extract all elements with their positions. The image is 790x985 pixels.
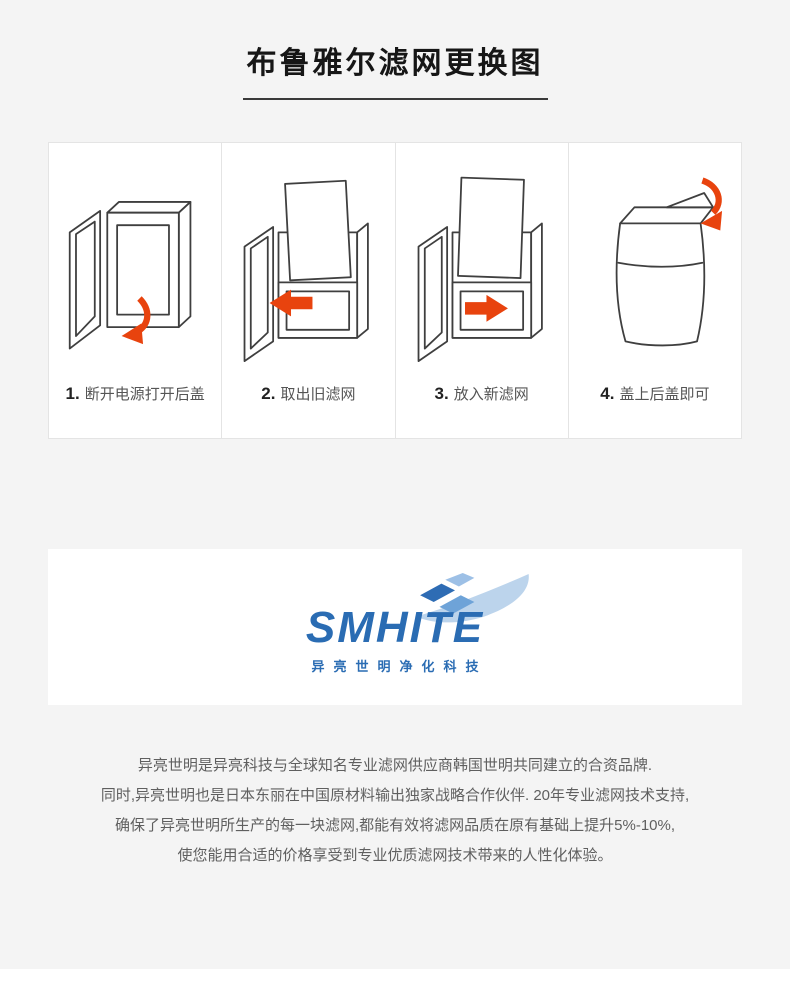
step3-number: 3. bbox=[434, 384, 449, 403]
step-panel-2: 2.取出旧滤网 bbox=[222, 143, 396, 438]
description-line: 异亮世明是异亮科技与全球知名专业滤网供应商韩国世明共同建立的合资品牌. bbox=[137, 757, 653, 774]
title-section: 布鲁雅尔滤网更换图 bbox=[0, 0, 790, 100]
step4-illustration bbox=[579, 163, 731, 375]
step1-text: 断开电源打开后盖 bbox=[84, 386, 205, 403]
page-title: 布鲁雅尔滤网更换图 bbox=[242, 38, 548, 100]
step2-illustration bbox=[232, 163, 384, 375]
purifier-open-door-drawing bbox=[68, 201, 192, 350]
step4-text: 盖上后盖即可 bbox=[619, 386, 710, 403]
brand-logo-mark-icon bbox=[415, 572, 529, 622]
description-line: 使您能用合适的价格享受到专业优质滤网技术带来的人性化体验。 bbox=[177, 847, 613, 864]
brand-logo: SMHITE 异亮世明净化科技 bbox=[302, 572, 529, 675]
description-line: 确保了异亮世明所生产的每一块滤网,都能有效将滤网品质在原有基础上提升5%-10%… bbox=[114, 817, 676, 834]
step-panel-4: 4.盖上后盖即可 bbox=[569, 143, 741, 438]
steps-diagram: 1.断开电源打开后盖 2.取出旧滤网 bbox=[48, 142, 742, 439]
curved-arrow-icon bbox=[700, 177, 722, 231]
step4-label: 4.盖上后盖即可 bbox=[600, 383, 709, 404]
brand-section: SMHITE 异亮世明净化科技 bbox=[48, 549, 742, 705]
step2-label: 2.取出旧滤网 bbox=[261, 383, 355, 404]
brand-description: 异亮世明是异亮科技与全球知名专业滤网供应商韩国世明共同建立的合资品牌. 同时,异… bbox=[0, 751, 790, 871]
step-panel-3: 3.放入新滤网 bbox=[396, 143, 569, 438]
step3-label: 3.放入新滤网 bbox=[435, 383, 529, 404]
step2-number: 2. bbox=[261, 384, 276, 403]
step-panel-1: 1.断开电源打开后盖 bbox=[49, 143, 223, 438]
curved-arrow-icon bbox=[121, 296, 151, 345]
step3-text: 放入新滤网 bbox=[453, 386, 529, 403]
brand-logo-text: SMHITE bbox=[305, 602, 485, 652]
footer-strip bbox=[0, 969, 790, 985]
description-line: 同时,异亮世明也是日本东丽在中国原材料输出独家战略合作伙伴. 20年专业滤网技术… bbox=[100, 787, 690, 804]
brand-logo-subtext: 异亮世明净化科技 bbox=[311, 658, 488, 674]
step1-number: 1. bbox=[65, 384, 80, 403]
step4-number: 4. bbox=[600, 384, 615, 403]
filter-removal-drawing bbox=[243, 179, 370, 362]
step3-illustration bbox=[406, 163, 558, 375]
purifier-closed-drawing bbox=[615, 177, 722, 347]
step1-illustration bbox=[59, 163, 211, 375]
step2-text: 取出旧滤网 bbox=[280, 386, 356, 403]
filter-insert-drawing bbox=[417, 176, 543, 362]
step1-label: 1.断开电源打开后盖 bbox=[66, 383, 205, 404]
